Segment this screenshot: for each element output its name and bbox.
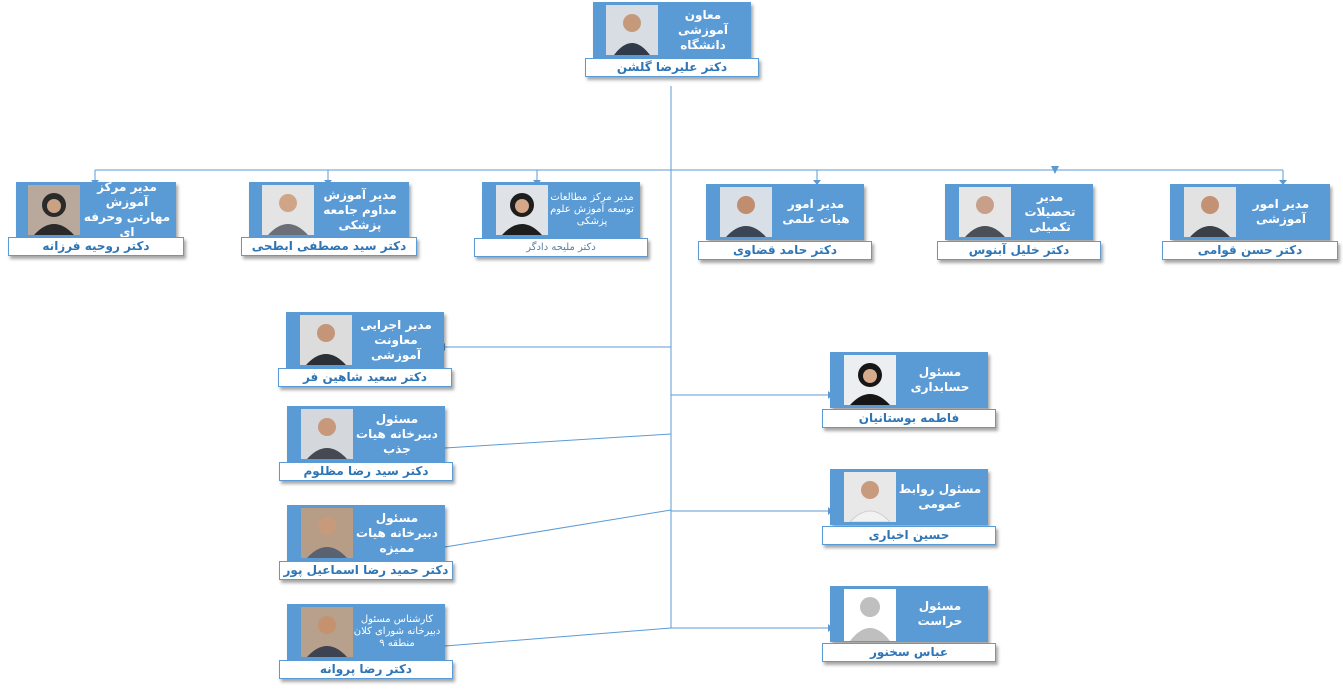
org-node-edc: مدیر مرکز مطالعات توسعه آموزش علوم پزشکی… (474, 182, 648, 260)
node-name: دکتر حامد قضاوی (698, 241, 872, 260)
node-box: مدیر امور هیات علمی (706, 184, 864, 240)
portrait-photo (606, 5, 658, 55)
node-box: مدیر امور آموزشی (1170, 184, 1330, 240)
portrait-photo (720, 187, 772, 237)
org-node-vice: معاون آموزشی دانشگاه دکتر علیرضا گلشن (585, 2, 759, 88)
node-title: مسئول حسابداری (910, 365, 970, 394)
org-node-pr: مسئول روابط عمومی حسین اخباری (822, 469, 996, 551)
node-name: دکتر سید رضا مظلوم (279, 462, 453, 481)
placeholder-avatar-icon (844, 589, 896, 641)
node-name: فاطمه بوستانیان (822, 409, 996, 428)
portrait-photo (300, 315, 352, 365)
portrait-photo (1184, 187, 1236, 237)
node-name: دکتر خلیل آبنوس (937, 241, 1101, 260)
portrait-photo (262, 185, 314, 235)
node-box: مدیر مرکز آموزش مهارتی وحرفه ای (16, 180, 176, 239)
node-title: کارشناس مسئول دبیرخانه شورای کلان منطقه … (353, 614, 441, 649)
node-title: مدیر اجرایی معاونت آموزشی (360, 317, 432, 362)
node-box: مدیر آموزش مداوم جامعه پزشکی (249, 182, 409, 238)
node-name: دکتر علیرضا گلشن (585, 58, 759, 77)
org-node-security: مسئول حراست عباس سخنور (822, 586, 996, 668)
node-title: مسئول روابط عمومی (898, 482, 982, 511)
node-box: مسئول حسابداری (830, 352, 988, 408)
node-name: دکتر سعید شاهین فر (278, 368, 452, 387)
connector-recruit (444, 433, 672, 449)
node-name: دکتر رضا پروانه (279, 660, 453, 679)
node-box: مدیر تحصیلات تکمیلی (945, 184, 1093, 240)
arrow-faculty (813, 180, 821, 185)
node-box: معاون آموزشی دانشگاه (593, 2, 751, 58)
node-title: مدیر آموزش مداوم جامعه پزشکی (323, 187, 397, 232)
connector-audit (444, 509, 672, 548)
portrait-photo (844, 472, 896, 522)
portrait-photo (301, 508, 353, 558)
node-name: عباس سخنور (822, 643, 996, 662)
org-node-exec: مدیر اجرایی معاونت آموزشی دکتر سعید شاهی… (278, 312, 452, 390)
org-node-accounting: مسئول حسابداری فاطمه بوستانیان (822, 352, 996, 434)
node-box: مدیر مرکز مطالعات توسعه آموزش علوم پزشکی (482, 182, 640, 238)
node-name: حسین اخباری (822, 526, 996, 545)
org-node-faculty: مدیر امور هیات علمی دکتر حامد قضاوی (698, 184, 872, 262)
org-node-audit: مسئول دبیرخانه هیات ممیزه دکتر حمید رضا … (279, 505, 453, 583)
node-title: مدیر مرکز آموزش مهارتی وحرفه ای (83, 180, 171, 239)
node-title: مسئول حراست (917, 599, 963, 628)
portrait-photo (301, 409, 353, 459)
node-box: مسئول دبیرخانه هیات ممیزه (287, 505, 445, 561)
org-node-vocational: مدیر مرکز آموزش مهارتی وحرفه ای دکتر روح… (8, 180, 184, 260)
org-node-council: کارشناس مسئول دبیرخانه شورای کلان منطقه … (279, 604, 453, 686)
portrait-photo (844, 355, 896, 405)
org-node-recruit: مسئول دبیرخانه هیات جذب دکتر سید رضا مظل… (279, 406, 453, 484)
node-name: دکتر روحیه فرزانه (8, 237, 184, 256)
node-title: مدیر تحصیلات تکمیلی (1024, 189, 1076, 234)
node-title: معاون آموزشی دانشگاه (678, 7, 728, 52)
node-title: مدیر مرکز مطالعات توسعه آموزش علوم پزشکی (550, 192, 634, 227)
node-name: دکتر سید مصطفی ابطحی (241, 237, 417, 256)
arrow-edu (1279, 180, 1287, 185)
node-box: مسئول دبیرخانه هیات جذب (287, 406, 445, 462)
node-title: مسئول دبیرخانه هیات جذب (356, 411, 438, 456)
node-box: مسئول روابط عمومی (830, 469, 988, 525)
portrait-photo (959, 187, 1011, 237)
node-name: دکتر ملیحه دادگر (474, 238, 648, 257)
node-box: کارشناس مسئول دبیرخانه شورای کلان منطقه … (287, 604, 445, 660)
node-name: دکتر حسن قوامی (1162, 241, 1338, 260)
arrow-grad (1051, 166, 1059, 174)
org-node-grad: مدیر تحصیلات تکمیلی دکتر خلیل آبنوس (937, 184, 1101, 262)
node-name: دکتر حمید رضا اسماعیل پور (279, 561, 453, 580)
node-title: مسئول دبیرخانه هیات ممیزه (356, 510, 438, 555)
node-title: مدیر امور آموزشی (1252, 197, 1310, 226)
org-node-cme: مدیر آموزش مداوم جامعه پزشکی دکتر سید مص… (241, 182, 417, 260)
portrait-photo (301, 607, 353, 657)
node-box: مسئول حراست (830, 586, 988, 642)
portrait-photo (28, 185, 80, 235)
org-node-edu: مدیر امور آموزشی دکتر حسن قوامی (1162, 184, 1338, 262)
node-box: مدیر اجرایی معاونت آموزشی (286, 312, 444, 368)
portrait-photo (496, 185, 548, 235)
node-title: مدیر امور هیات علمی (782, 197, 850, 226)
connector-council (444, 627, 672, 647)
